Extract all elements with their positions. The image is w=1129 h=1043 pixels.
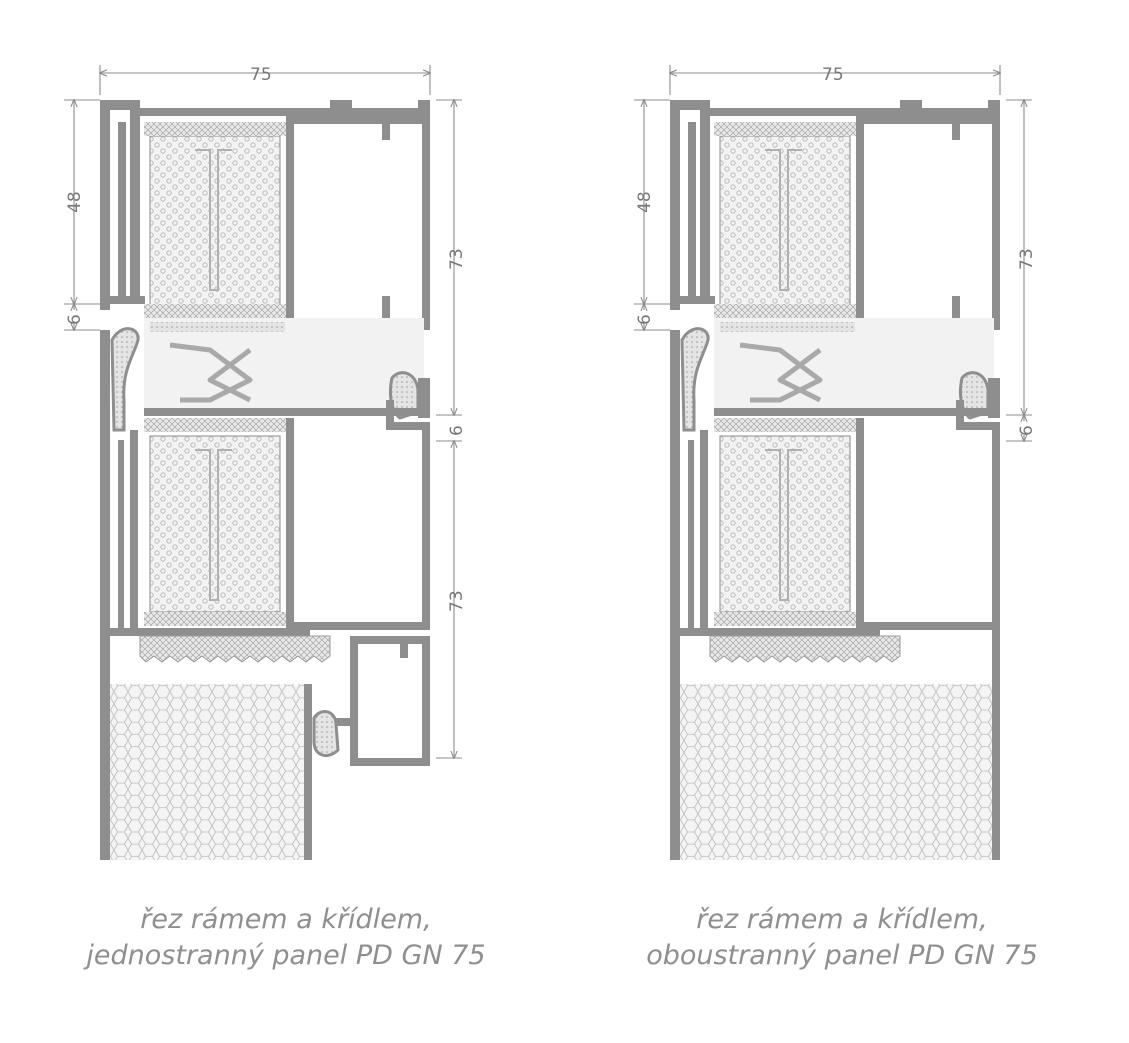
dim-upper-height-left: 73	[447, 248, 467, 270]
dim-gap-right-left: 6	[447, 425, 467, 436]
dim-lower-height-left: 73	[447, 590, 467, 612]
dimensions-left	[64, 65, 462, 758]
dim-gap-right-right: 6	[1017, 425, 1037, 436]
dim-width-left: 75	[250, 65, 272, 85]
dim-upper-height-right: 73	[1017, 248, 1037, 270]
drawing-double-sided	[670, 100, 1000, 860]
caption-single-sided: řez rámem a křídlem, jednostranný panel …	[26, 902, 546, 974]
caption-left-line1: řez rámem a křídlem,	[140, 904, 432, 935]
caption-right-line1: řez rámem a křídlem,	[696, 904, 988, 935]
dim-frame-height-right: 48	[635, 191, 655, 213]
caption-double-sided: řez rámem a křídlem, oboustranný panel P…	[582, 902, 1102, 974]
dim-gap-left: 6	[65, 314, 85, 325]
dim-frame-height-left: 48	[65, 191, 85, 213]
caption-left-line2: jednostranný panel PD GN 75	[86, 940, 486, 971]
drawing-single-sided	[100, 100, 430, 860]
dimensions-right	[634, 65, 1032, 441]
dim-gap-left-right: 6	[635, 314, 655, 325]
dim-width-right: 75	[822, 65, 844, 85]
caption-right-line2: oboustranný panel PD GN 75	[646, 940, 1038, 971]
